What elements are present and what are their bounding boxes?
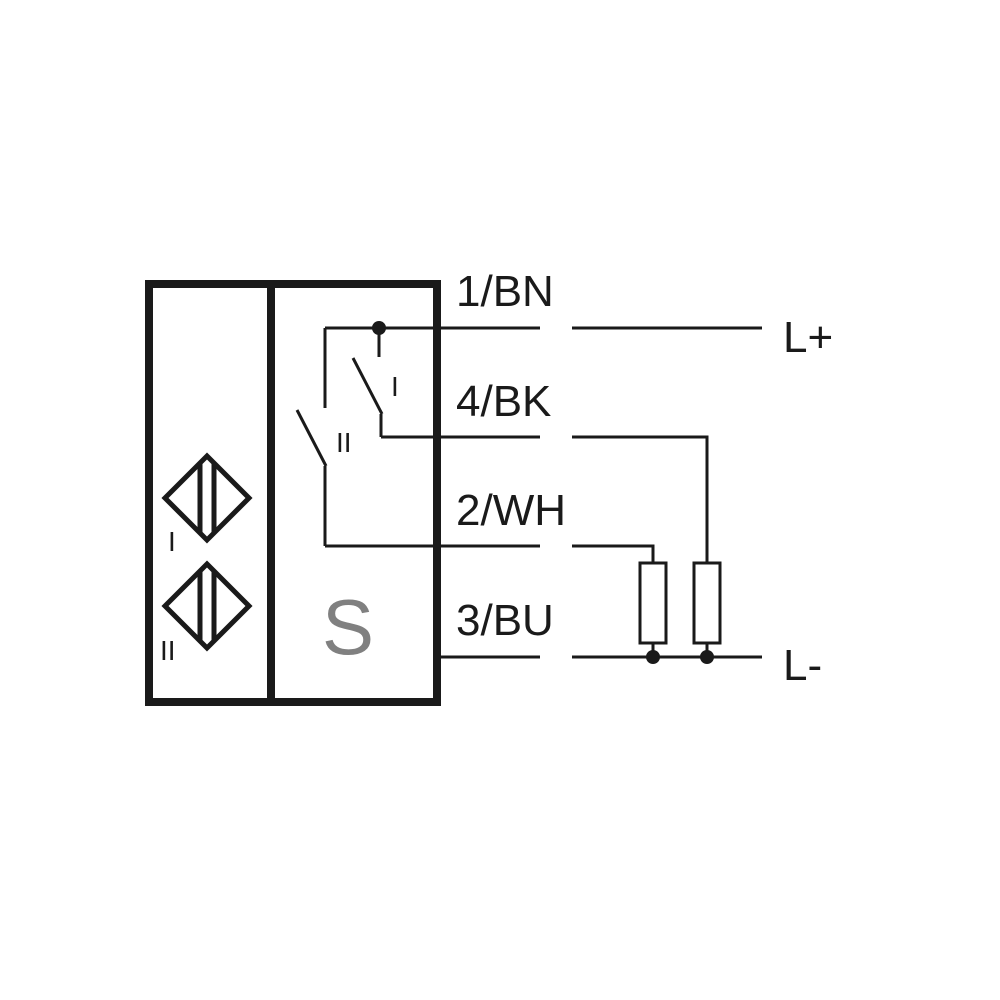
inductive-sensing-face-icon	[161, 452, 253, 544]
wire-bn-label: 1/BN	[456, 267, 554, 316]
sensor-housing	[145, 280, 441, 706]
wire-bu: 3/BU	[437, 596, 762, 659]
supply-positive-label: L+	[783, 313, 833, 362]
wire-bu-label: 3/BU	[456, 596, 554, 645]
junction-dot	[646, 650, 660, 664]
housing-outline	[145, 280, 441, 706]
wire-wh: 2/WH	[325, 486, 655, 563]
wire-bk: 4/BK	[381, 377, 709, 563]
sensing-face-1: I	[161, 452, 253, 557]
wire-bn: 1/BN	[325, 267, 762, 335]
sensing-face-2-label: II	[160, 635, 176, 666]
switch-1-label: I	[391, 371, 399, 402]
supply-negative-label: L-	[783, 641, 822, 690]
sensor-type-letter: S	[322, 583, 374, 671]
internal-switch-2: II	[295, 328, 352, 546]
wire-bk-label: 4/BK	[456, 377, 551, 426]
internal-switch-1: I	[351, 328, 399, 437]
load-resistor-1	[638, 561, 668, 664]
wire-wh-label: 2/WH	[456, 486, 566, 535]
sensing-face-1-label: I	[168, 526, 176, 557]
junction-dot	[372, 321, 386, 335]
junction-dot	[700, 650, 714, 664]
switch-2-label: II	[336, 427, 352, 458]
load-resistor-2	[692, 561, 722, 664]
inductive-sensing-face-icon	[161, 560, 253, 652]
sensing-face-2: II	[160, 560, 253, 666]
